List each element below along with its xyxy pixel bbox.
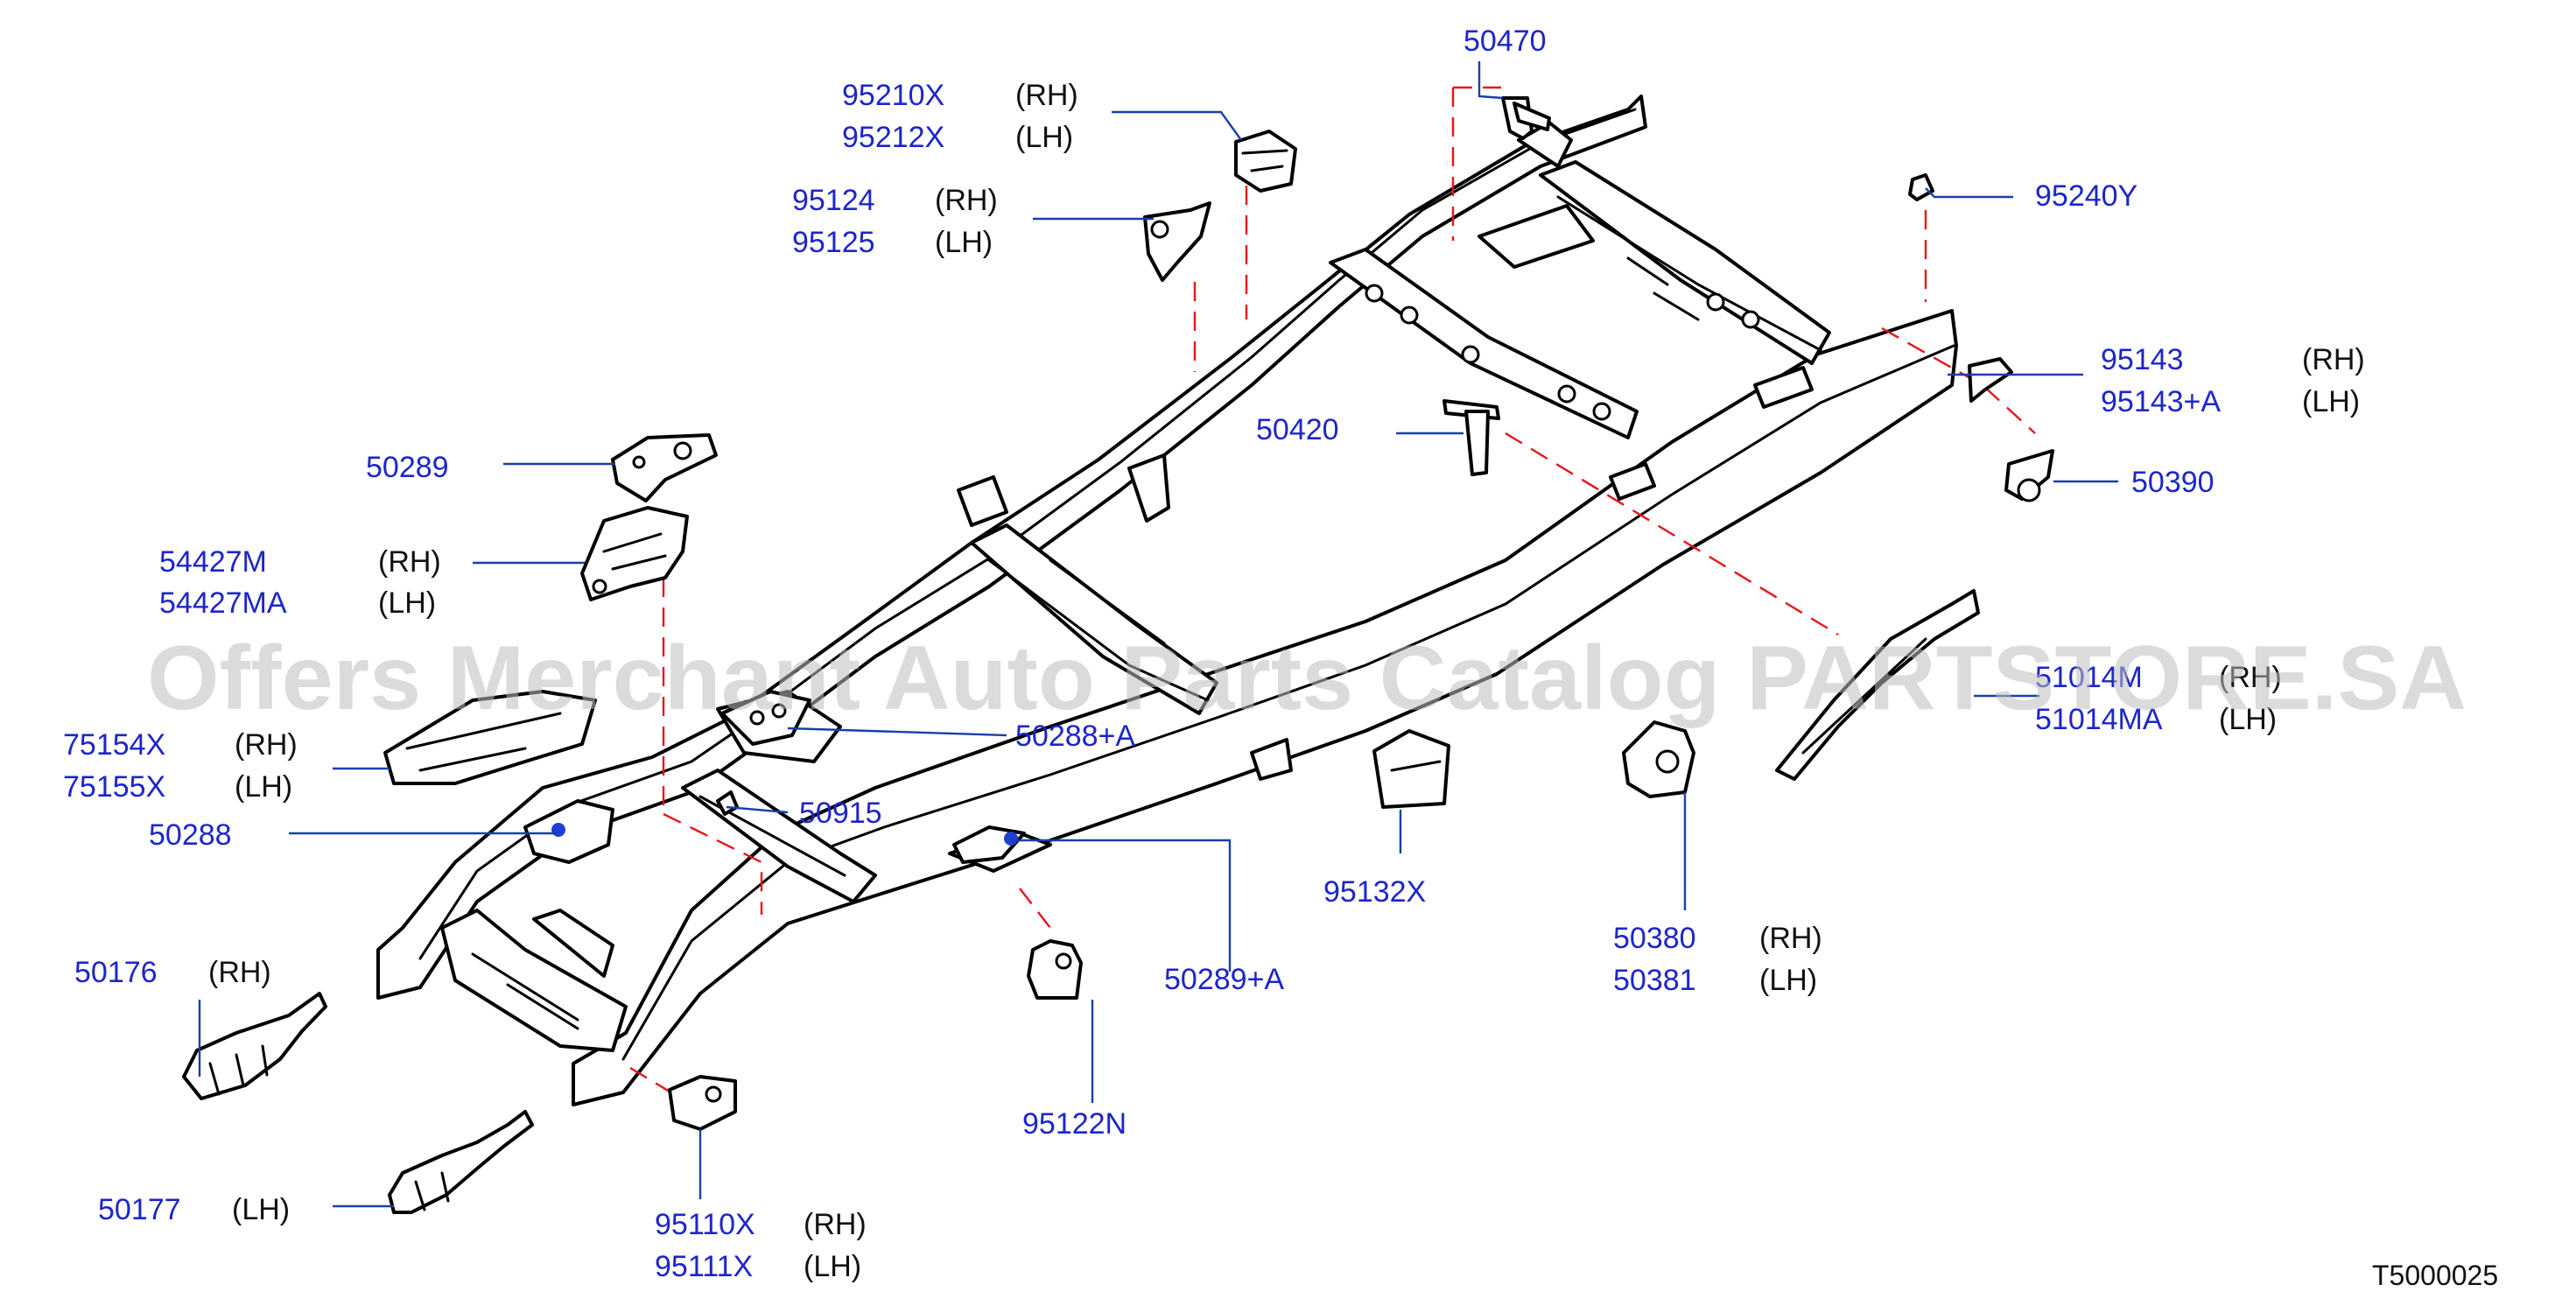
side-95143: (RH) [2302, 343, 2365, 376]
callout-50176: 50176 [74, 956, 158, 989]
part-95210x-bracket [1234, 130, 1297, 193]
callout-50420: 50420 [1256, 413, 1339, 446]
side-50176: (RH) [208, 956, 271, 989]
side-75155x: (LH) [235, 770, 292, 804]
callout-50289a: 50289+A [1164, 963, 1284, 996]
part-51014m-bracket [1775, 589, 1980, 781]
callout-50288a: 50288+A [1015, 720, 1135, 753]
side-50380: (RH) [1759, 922, 1822, 955]
chassis-frame [376, 95, 1958, 1106]
side-51014m: (RH) [2219, 661, 2282, 694]
callout-75155x: 75155X [63, 770, 165, 804]
side-95143a: (LH) [2302, 385, 2360, 418]
part-50420-bolt [1442, 399, 1500, 476]
callout-95110x: 95110X [655, 1208, 755, 1241]
callout-95124: 95124 [792, 184, 875, 217]
part-75154x-shield [383, 690, 597, 785]
callout-95132x: 95132X [1323, 875, 1426, 909]
part-50470-bolt [1501, 96, 1551, 140]
side-50381: (LH) [1759, 964, 1817, 997]
callout-50390: 50390 [2131, 466, 2215, 499]
part-50177-horn [388, 1110, 534, 1214]
side-95110x: (RH) [804, 1208, 867, 1241]
side-95125: (LH) [935, 226, 993, 259]
part-95143-bracket [1968, 357, 2013, 403]
callout-95143: 95143 [2101, 343, 2184, 376]
callout-95143a: 95143+A [2101, 385, 2221, 418]
side-95124: (RH) [935, 184, 998, 217]
side-54427m: (RH) [378, 545, 441, 579]
callout-95122n: 95122N [1022, 1107, 1127, 1141]
part-95132x-bracket [1372, 729, 1450, 809]
callout-95212x: 95212X [842, 121, 944, 154]
callout-50915: 50915 [799, 797, 882, 830]
dashed-guide-lines [629, 86, 2036, 1096]
part-54427m-bracket [580, 506, 689, 601]
front-cross-member [440, 909, 628, 1052]
callout-50381: 50381 [1613, 964, 1696, 997]
callout-95210x: 95210X [842, 79, 944, 112]
part-50380-mount [1622, 720, 1695, 798]
part-95122n-bracket [1027, 939, 1083, 1000]
part-50288a-plate [720, 690, 811, 746]
part-50288-plate [523, 799, 614, 864]
part-50289-bracket [611, 433, 718, 502]
side-50177: (LH) [232, 1193, 290, 1226]
callout-95111x: 95111X [655, 1250, 753, 1283]
part-50176-horn [182, 992, 327, 1100]
side-95212x: (LH) [1015, 121, 1073, 154]
part-95110x-bracket [668, 1075, 737, 1131]
part-50289a-bracket [952, 825, 1026, 864]
leader-lines [198, 61, 2118, 1208]
part-95240y-clip [1908, 173, 1934, 201]
callout-50289: 50289 [366, 451, 449, 484]
rear-cross-member [1539, 160, 1831, 365]
frame-left-side-rail [572, 309, 1958, 1106]
callout-51014ma: 51014MA [2035, 703, 2163, 736]
part-50390-bracket [2004, 449, 2054, 502]
side-51014ma: (LH) [2219, 703, 2277, 736]
callout-95125: 95125 [792, 226, 875, 259]
callout-50380: 50380 [1613, 922, 1696, 955]
callout-50470: 50470 [1463, 25, 1547, 58]
callout-75154x: 75154X [63, 728, 165, 762]
side-95111x: (LH) [804, 1250, 861, 1283]
side-75154x: (RH) [235, 728, 298, 762]
callout-54427ma: 54427MA [159, 586, 287, 620]
callout-54427m: 54427M [159, 545, 267, 579]
callout-51014m: 51014M [2035, 661, 2143, 694]
callout-labels: 50470 95210X (RH) 95212X (LH) 95124 (RH)… [63, 25, 2498, 1291]
part-95124-bracket [1143, 201, 1211, 282]
callout-50288: 50288 [149, 818, 232, 852]
callout-50177: 50177 [98, 1193, 181, 1226]
cross-member-3 [970, 523, 1218, 715]
watermark-text: Offers Merchant Auto Parts Catalog PARTS… [147, 628, 2467, 729]
side-95210x: (RH) [1015, 79, 1078, 112]
side-54427ma: (LH) [378, 586, 436, 620]
diagram-reference-code: T5000025 [2372, 1260, 2498, 1291]
callout-95240y: 95240Y [2035, 179, 2137, 213]
